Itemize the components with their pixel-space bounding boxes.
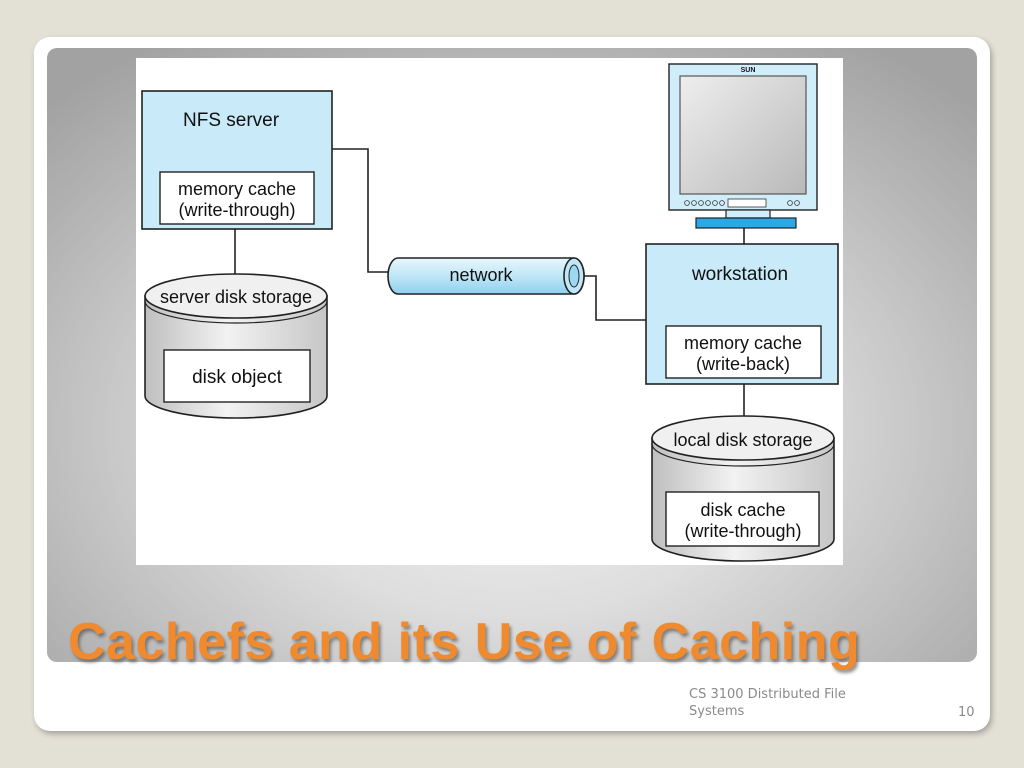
page-number: 10 [958,705,975,720]
local-disk-cylinder: local disk storage disk cache (write-thr… [651,415,835,562]
nfs-server-cache-line2: (write-through) [178,200,295,220]
local-disk-label: local disk storage [673,430,812,450]
nfs-server-box: NFS server memory cache (write-through) [141,90,333,230]
nfs-cachefs-diagram: NFS server memory cache (write-through) … [136,58,843,565]
server-disk-inner-label: disk object [192,367,282,388]
connector-lines [234,148,745,421]
local-disk-inner-line1: disk cache [700,500,785,520]
network-pipe: network [387,257,585,295]
nfs-server-cache-line1: memory cache [178,179,296,199]
workstation-label: workstation [691,264,788,285]
workstation-cache-line2: (write-back) [696,354,790,374]
slide-title: Cachefs and its Use of Caching [68,613,861,671]
network-label: network [449,265,513,285]
workstation-monitor: SUN [668,63,818,229]
monitor-controls [684,198,800,208]
local-disk-inner-line2: (write-through) [684,521,801,541]
workstation-box: workstation memory cache (write-back) [645,243,839,385]
server-disk-label: server disk storage [160,287,312,307]
nfs-server-label: NFS server [183,110,280,131]
workstation-cache-line1: memory cache [684,333,802,353]
footer-course-name: CS 3100 Distributed File Systems [689,687,846,719]
monitor-brand: SUN [741,67,756,74]
server-disk-cylinder: server disk storage disk object [144,273,328,419]
